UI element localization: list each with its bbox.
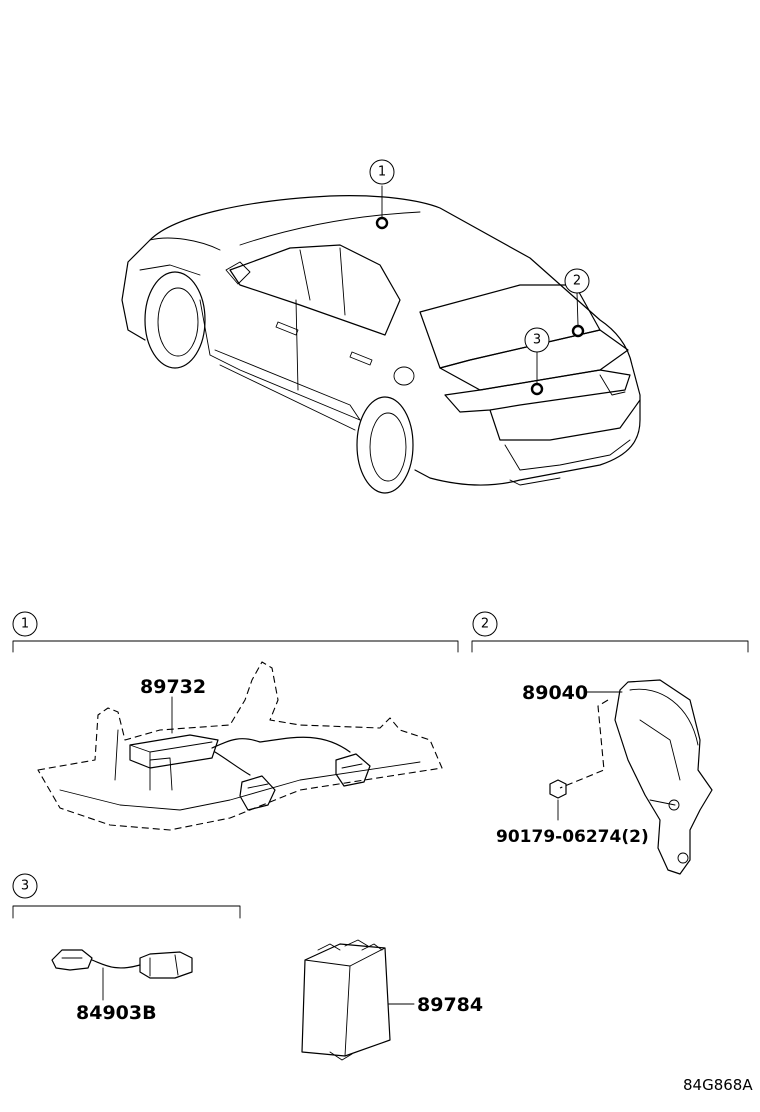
part-89040-label: 89040 bbox=[522, 682, 588, 704]
callout-2[interactable]: 2 bbox=[564, 268, 590, 294]
section-1-number: 1 bbox=[21, 617, 29, 632]
roof-panel-outline bbox=[37, 661, 443, 831]
module-89784[interactable] bbox=[301, 939, 391, 1061]
module-89732[interactable] bbox=[129, 734, 219, 769]
part-89732-label: 89732 bbox=[140, 676, 206, 698]
section-1: 1 89732 bbox=[12, 611, 459, 831]
part-84903b-label: 84903B bbox=[76, 1002, 157, 1024]
callout-1[interactable]: 1 bbox=[369, 159, 395, 185]
location-markers bbox=[375, 185, 585, 396]
part-89784-label: 89784 bbox=[417, 994, 483, 1016]
callout-1-label: 1 bbox=[378, 165, 386, 180]
section-3: 3 84903B 89784 bbox=[12, 873, 483, 1061]
bracket-89040[interactable] bbox=[614, 679, 713, 875]
marker-2 bbox=[571, 324, 585, 338]
part-90179-label: 90179-06274(2) bbox=[496, 827, 649, 847]
section-2-number: 2 bbox=[481, 617, 489, 632]
section-2: 2 89040 90179-06274(2) bbox=[471, 611, 749, 875]
harness-connector-right bbox=[335, 753, 371, 787]
diagram-code: 84G868A bbox=[683, 1076, 753, 1094]
marker-1 bbox=[375, 216, 389, 230]
callout-3-label: 3 bbox=[533, 333, 541, 348]
harness-connector-left bbox=[239, 775, 276, 811]
vehicle-illustration bbox=[121, 195, 641, 494]
marker-3 bbox=[530, 382, 544, 396]
nut-90179-06274[interactable] bbox=[549, 779, 567, 799]
sensor-84903b[interactable] bbox=[51, 949, 193, 979]
section-3-number: 3 bbox=[21, 879, 29, 894]
callout-2-label: 2 bbox=[573, 274, 581, 289]
callout-3[interactable]: 3 bbox=[524, 327, 550, 353]
